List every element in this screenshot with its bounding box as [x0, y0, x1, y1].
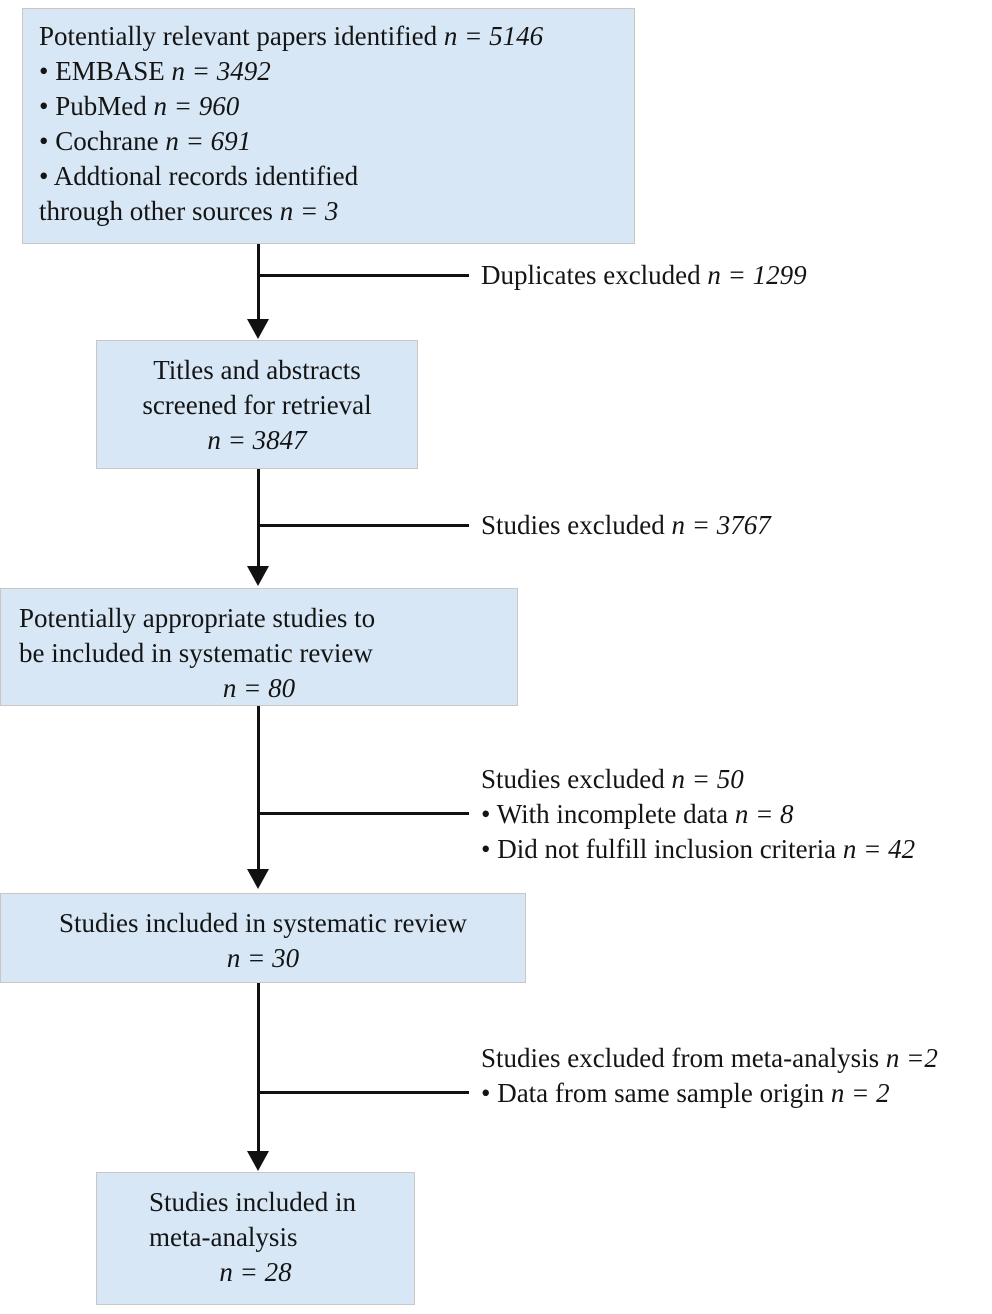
- exclusion-line: Studies excluded n = 50: [481, 764, 744, 794]
- exclusion-label-screening: Studies excluded n = 3767: [481, 508, 771, 543]
- box-identification: Potentially relevant papers identified n…: [22, 8, 635, 244]
- connector-line-2: [257, 469, 260, 568]
- arrowhead-2: [247, 566, 269, 586]
- connector-line-1: [257, 244, 260, 321]
- box-line: n = 28: [219, 1257, 292, 1288]
- box-included-meta-analysis: Studies included in meta-analysis n = 28: [96, 1172, 415, 1305]
- exclusion-line: Studies excluded from meta-analysis n =2: [481, 1043, 938, 1073]
- box-line: n = 3847: [207, 425, 307, 456]
- box-line: screened for retrieval: [142, 390, 372, 421]
- box-line: • Cochrane n = 691: [39, 126, 252, 157]
- branch-line-4: [257, 1091, 469, 1094]
- branch-line-3: [257, 812, 469, 815]
- exclusion-label-eligibility: Studies excluded n = 50 • With incomplet…: [481, 762, 915, 867]
- box-line: n = 80: [222, 673, 296, 704]
- connector-line-4: [257, 983, 260, 1153]
- box-line: Studies included in systematic review: [59, 908, 467, 938]
- box-line: Titles and abstracts: [153, 355, 361, 385]
- box-line: meta-analysis: [149, 1222, 298, 1253]
- box-line: • PubMed n = 960: [39, 91, 240, 122]
- box-line: • Addtional records identified: [39, 161, 359, 192]
- box-screening: Titles and abstracts screened for retrie…: [96, 340, 418, 469]
- box-line: Potentially appropriate studies to: [19, 603, 376, 633]
- box-line: Studies included in: [149, 1187, 356, 1217]
- arrowhead-4: [247, 1151, 269, 1171]
- box-line: Potentially relevant papers identified n…: [39, 21, 544, 51]
- arrowhead-1: [247, 319, 269, 339]
- exclusion-line: Studies excluded n = 3767: [481, 510, 771, 540]
- exclusion-label-meta-analysis: Studies excluded from meta-analysis n =2…: [481, 1041, 938, 1111]
- box-line: through other sources n = 3: [39, 196, 339, 227]
- exclusion-line: • Data from same sample origin n = 2: [481, 1078, 890, 1109]
- exclusion-line: • With incomplete data n = 8: [481, 799, 794, 830]
- box-line: be included in systematic review: [19, 638, 373, 669]
- box-included-systematic-review: Studies included in systematic review n …: [0, 893, 526, 983]
- exclusion-line: Duplicates excluded n = 1299: [481, 260, 807, 290]
- branch-line-1: [257, 274, 469, 277]
- exclusion-line: • Did not fulfill inclusion criteria n =…: [481, 834, 916, 865]
- branch-line-2: [257, 524, 469, 527]
- box-eligibility: Potentially appropriate studies to be in…: [0, 588, 518, 706]
- exclusion-label-duplicates: Duplicates excluded n = 1299: [481, 258, 807, 293]
- box-line: • EMBASE n = 3492: [39, 56, 271, 87]
- connector-line-3: [257, 706, 260, 871]
- box-line: n = 30: [226, 943, 300, 974]
- arrowhead-3: [247, 869, 269, 889]
